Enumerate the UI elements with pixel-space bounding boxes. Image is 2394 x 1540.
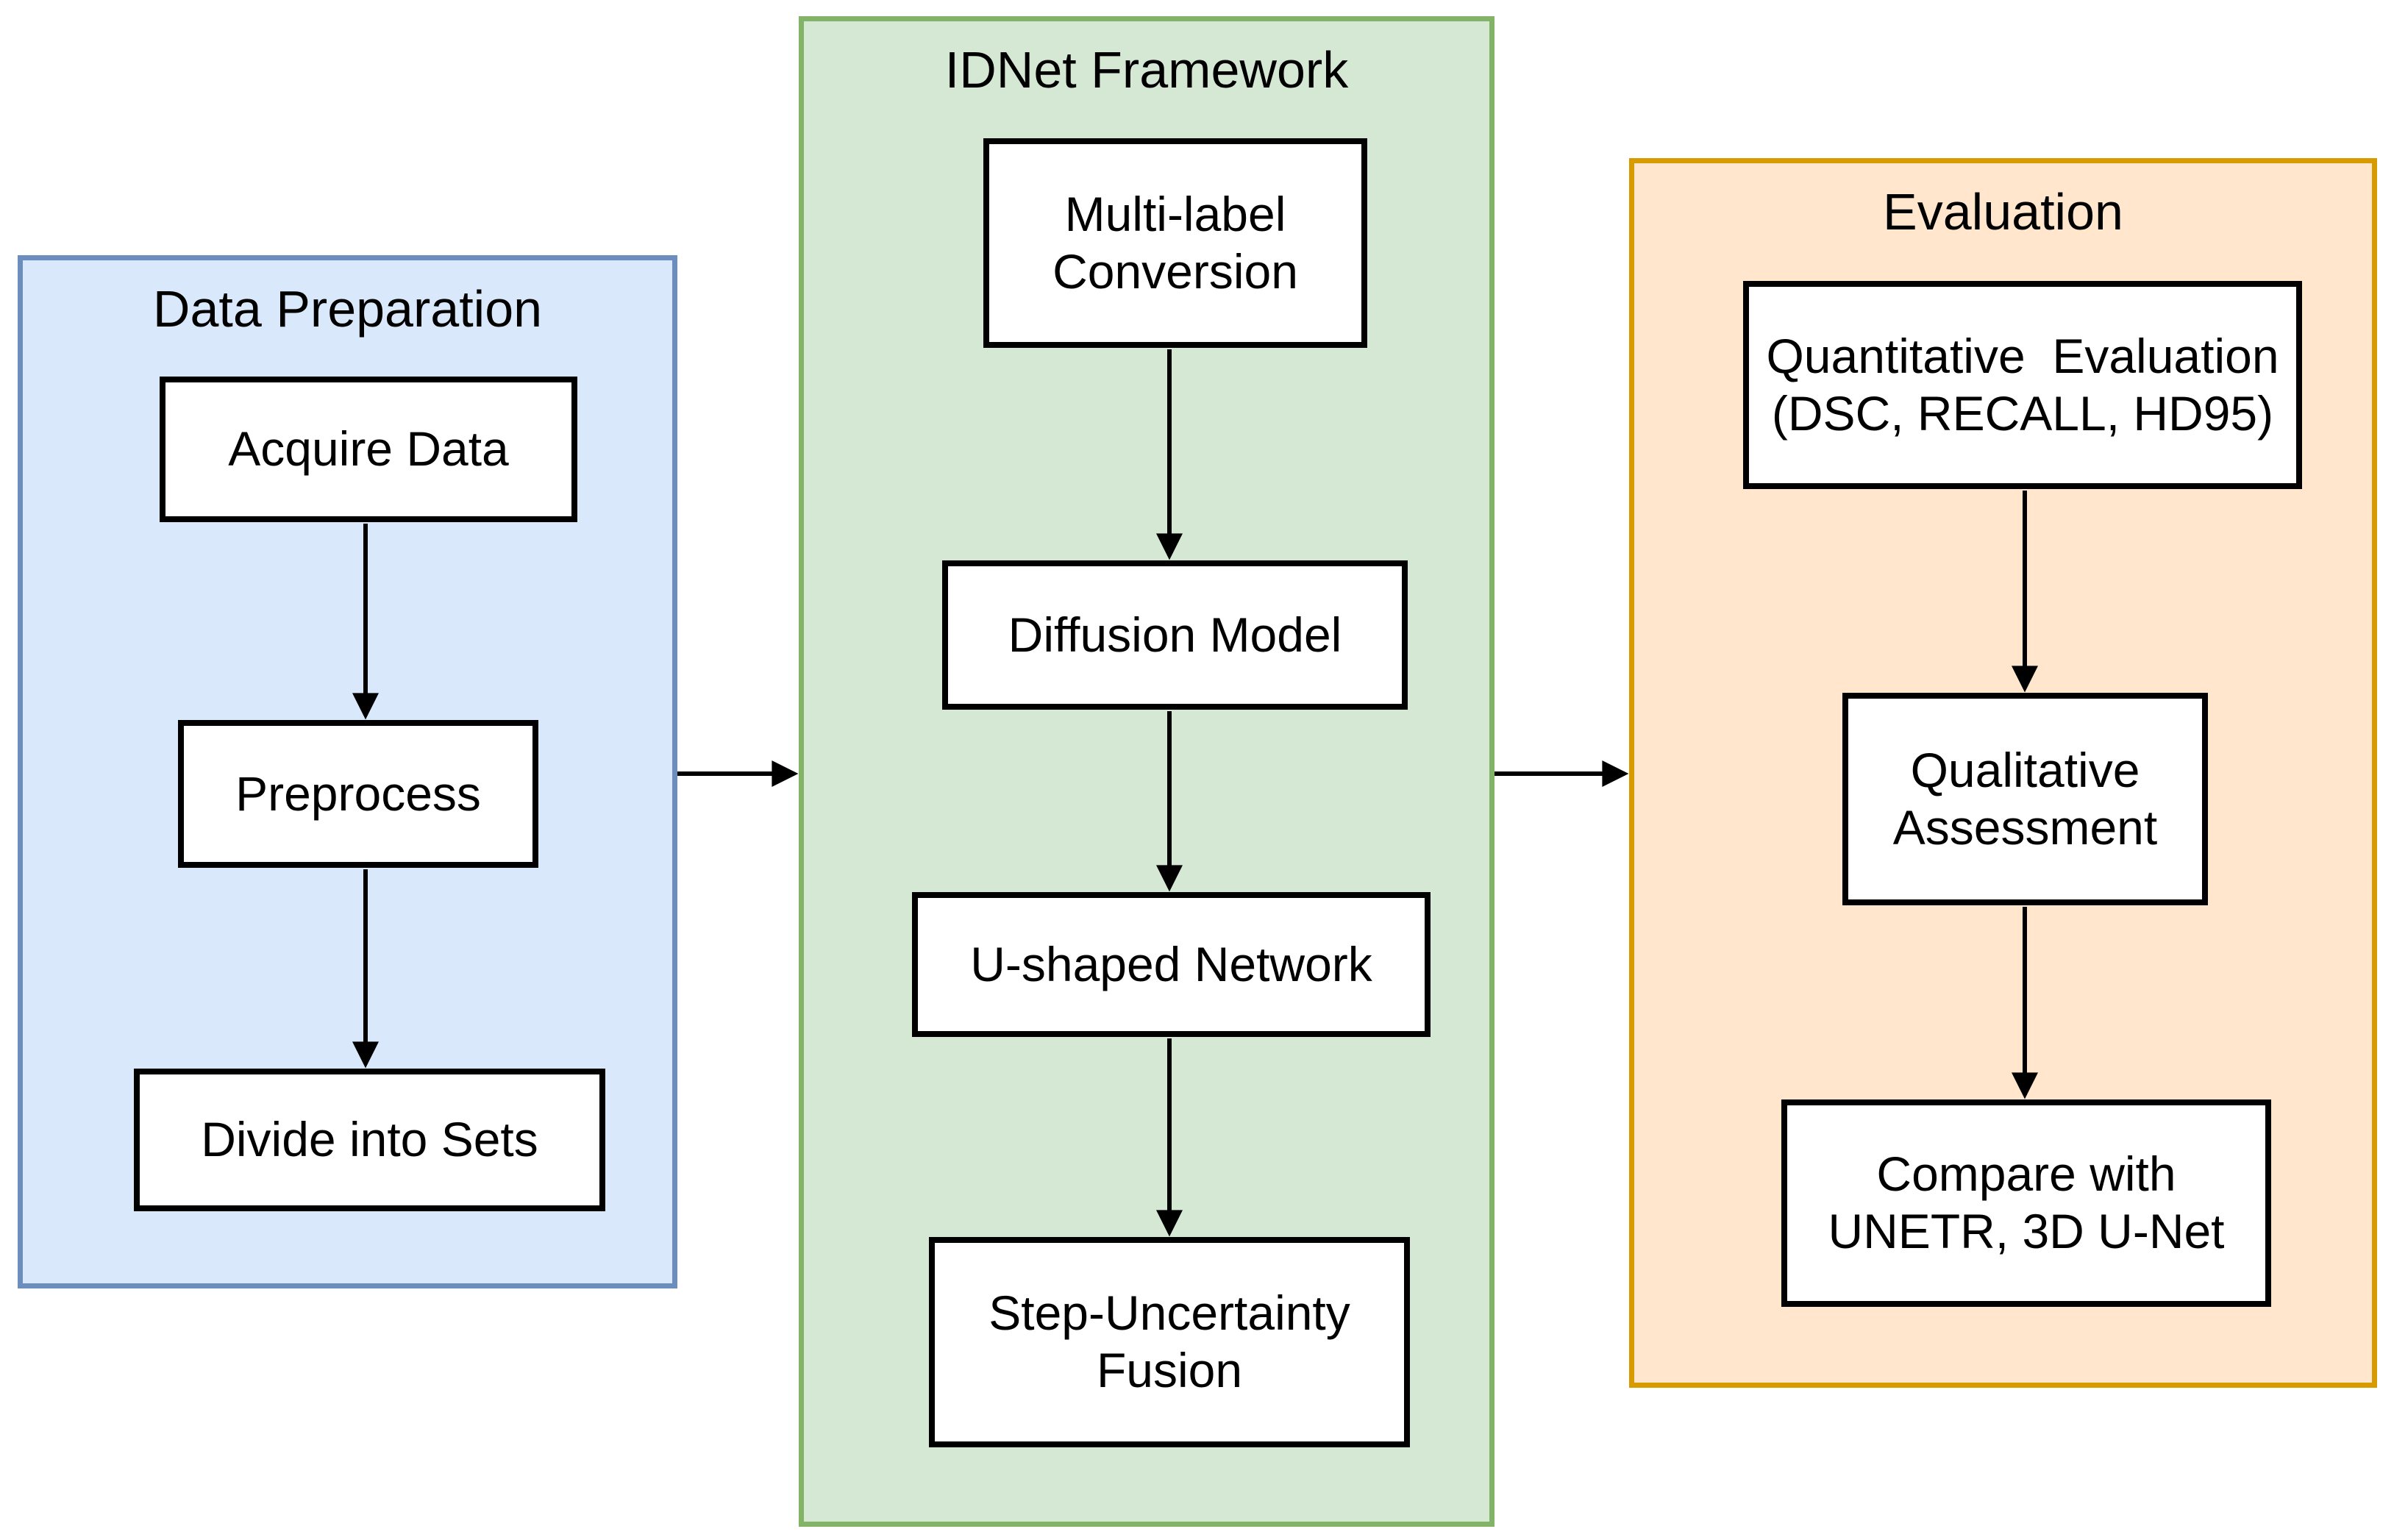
panel-title-data-preparation: Data Preparation <box>152 280 543 338</box>
node-quantitative-evaluation: Quantitative Evaluation (DSC, RECALL, HD… <box>1743 281 2302 489</box>
node-compare-with-unetr-3d-unet-label: Compare with UNETR, 3D U-Net <box>1828 1147 2225 1258</box>
panel-evaluation: Evaluation Quantitative Evaluation (DSC,… <box>1629 158 2377 1388</box>
node-diffusion-model: Diffusion Model <box>942 560 1408 710</box>
node-divide-into-sets-label: Divide into Sets <box>201 1112 538 1167</box>
node-quantitative-evaluation-label: Quantitative Evaluation (DSC, RECALL, HD… <box>1766 328 2279 441</box>
node-qualitative-assessment: Qualitative Assessment <box>1842 693 2208 905</box>
node-qualitative-assessment-label: Qualitative Assessment <box>1892 742 2158 855</box>
node-acquire-data-label: Acquire Data <box>228 421 509 477</box>
node-preprocess-label: Preprocess <box>235 766 481 821</box>
node-diffusion-model-label: Diffusion Model <box>1008 607 1342 662</box>
panel-idnet-framework: IDNet Framework Multi-label Conversion D… <box>799 16 1495 1527</box>
node-multi-label-conversion: Multi-label Conversion <box>983 138 1367 348</box>
node-divide-into-sets: Divide into Sets <box>134 1069 605 1211</box>
panel-title-evaluation: Evaluation <box>1883 183 2123 240</box>
node-step-uncertainty-fusion-label: Step-Uncertainty Fusion <box>988 1286 1350 1397</box>
panel-data-preparation: Data Preparation Acquire Data Preprocess… <box>18 255 677 1288</box>
node-compare-with-unetr-3d-unet: Compare with UNETR, 3D U-Net <box>1781 1099 2271 1307</box>
node-step-uncertainty-fusion: Step-Uncertainty Fusion <box>929 1237 1410 1447</box>
node-u-shaped-network: U-shaped Network <box>912 892 1431 1037</box>
panel-title-idnet-framework: IDNet Framework <box>944 41 1349 99</box>
node-acquire-data: Acquire Data <box>160 377 577 522</box>
node-preprocess: Preprocess <box>178 720 538 868</box>
node-multi-label-conversion-label: Multi-label Conversion <box>1052 186 1298 299</box>
node-u-shaped-network-label: U-shaped Network <box>970 936 1372 991</box>
